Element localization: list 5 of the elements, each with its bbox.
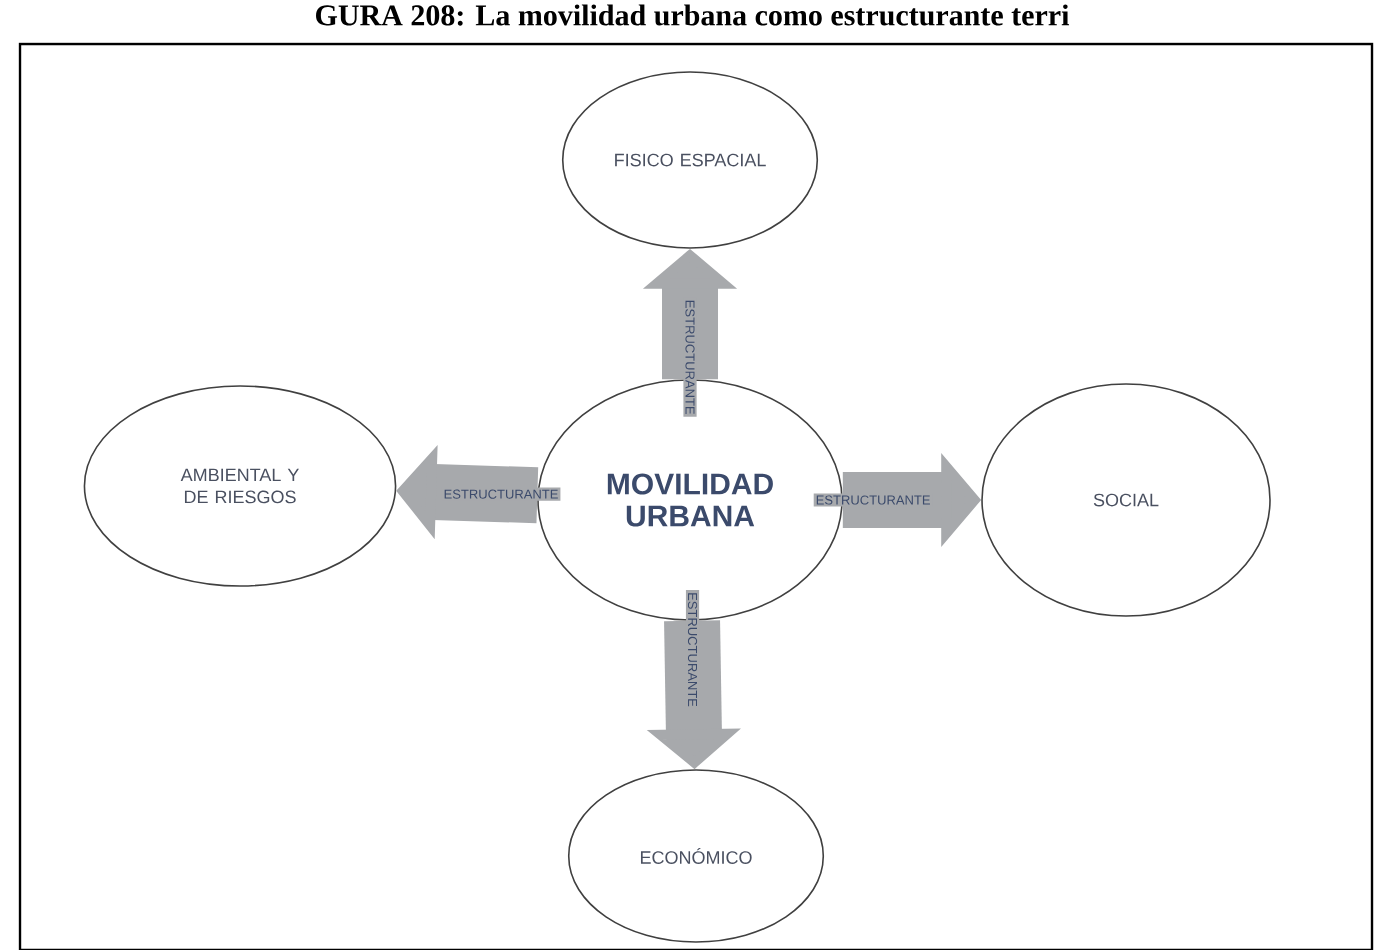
ellipse-node: ECONÓMICO	[567, 769, 825, 943]
ellipse-node: FISICO ESPACIAL	[561, 71, 819, 249]
ellipse-node: AMBIENTAL Y DE RIESGOS	[83, 385, 397, 587]
ellipse-node: SOCIAL	[981, 383, 1271, 617]
figure-title: GURA 208: La movilidad urbana como estructurante terri	[316, 4, 1070, 26]
